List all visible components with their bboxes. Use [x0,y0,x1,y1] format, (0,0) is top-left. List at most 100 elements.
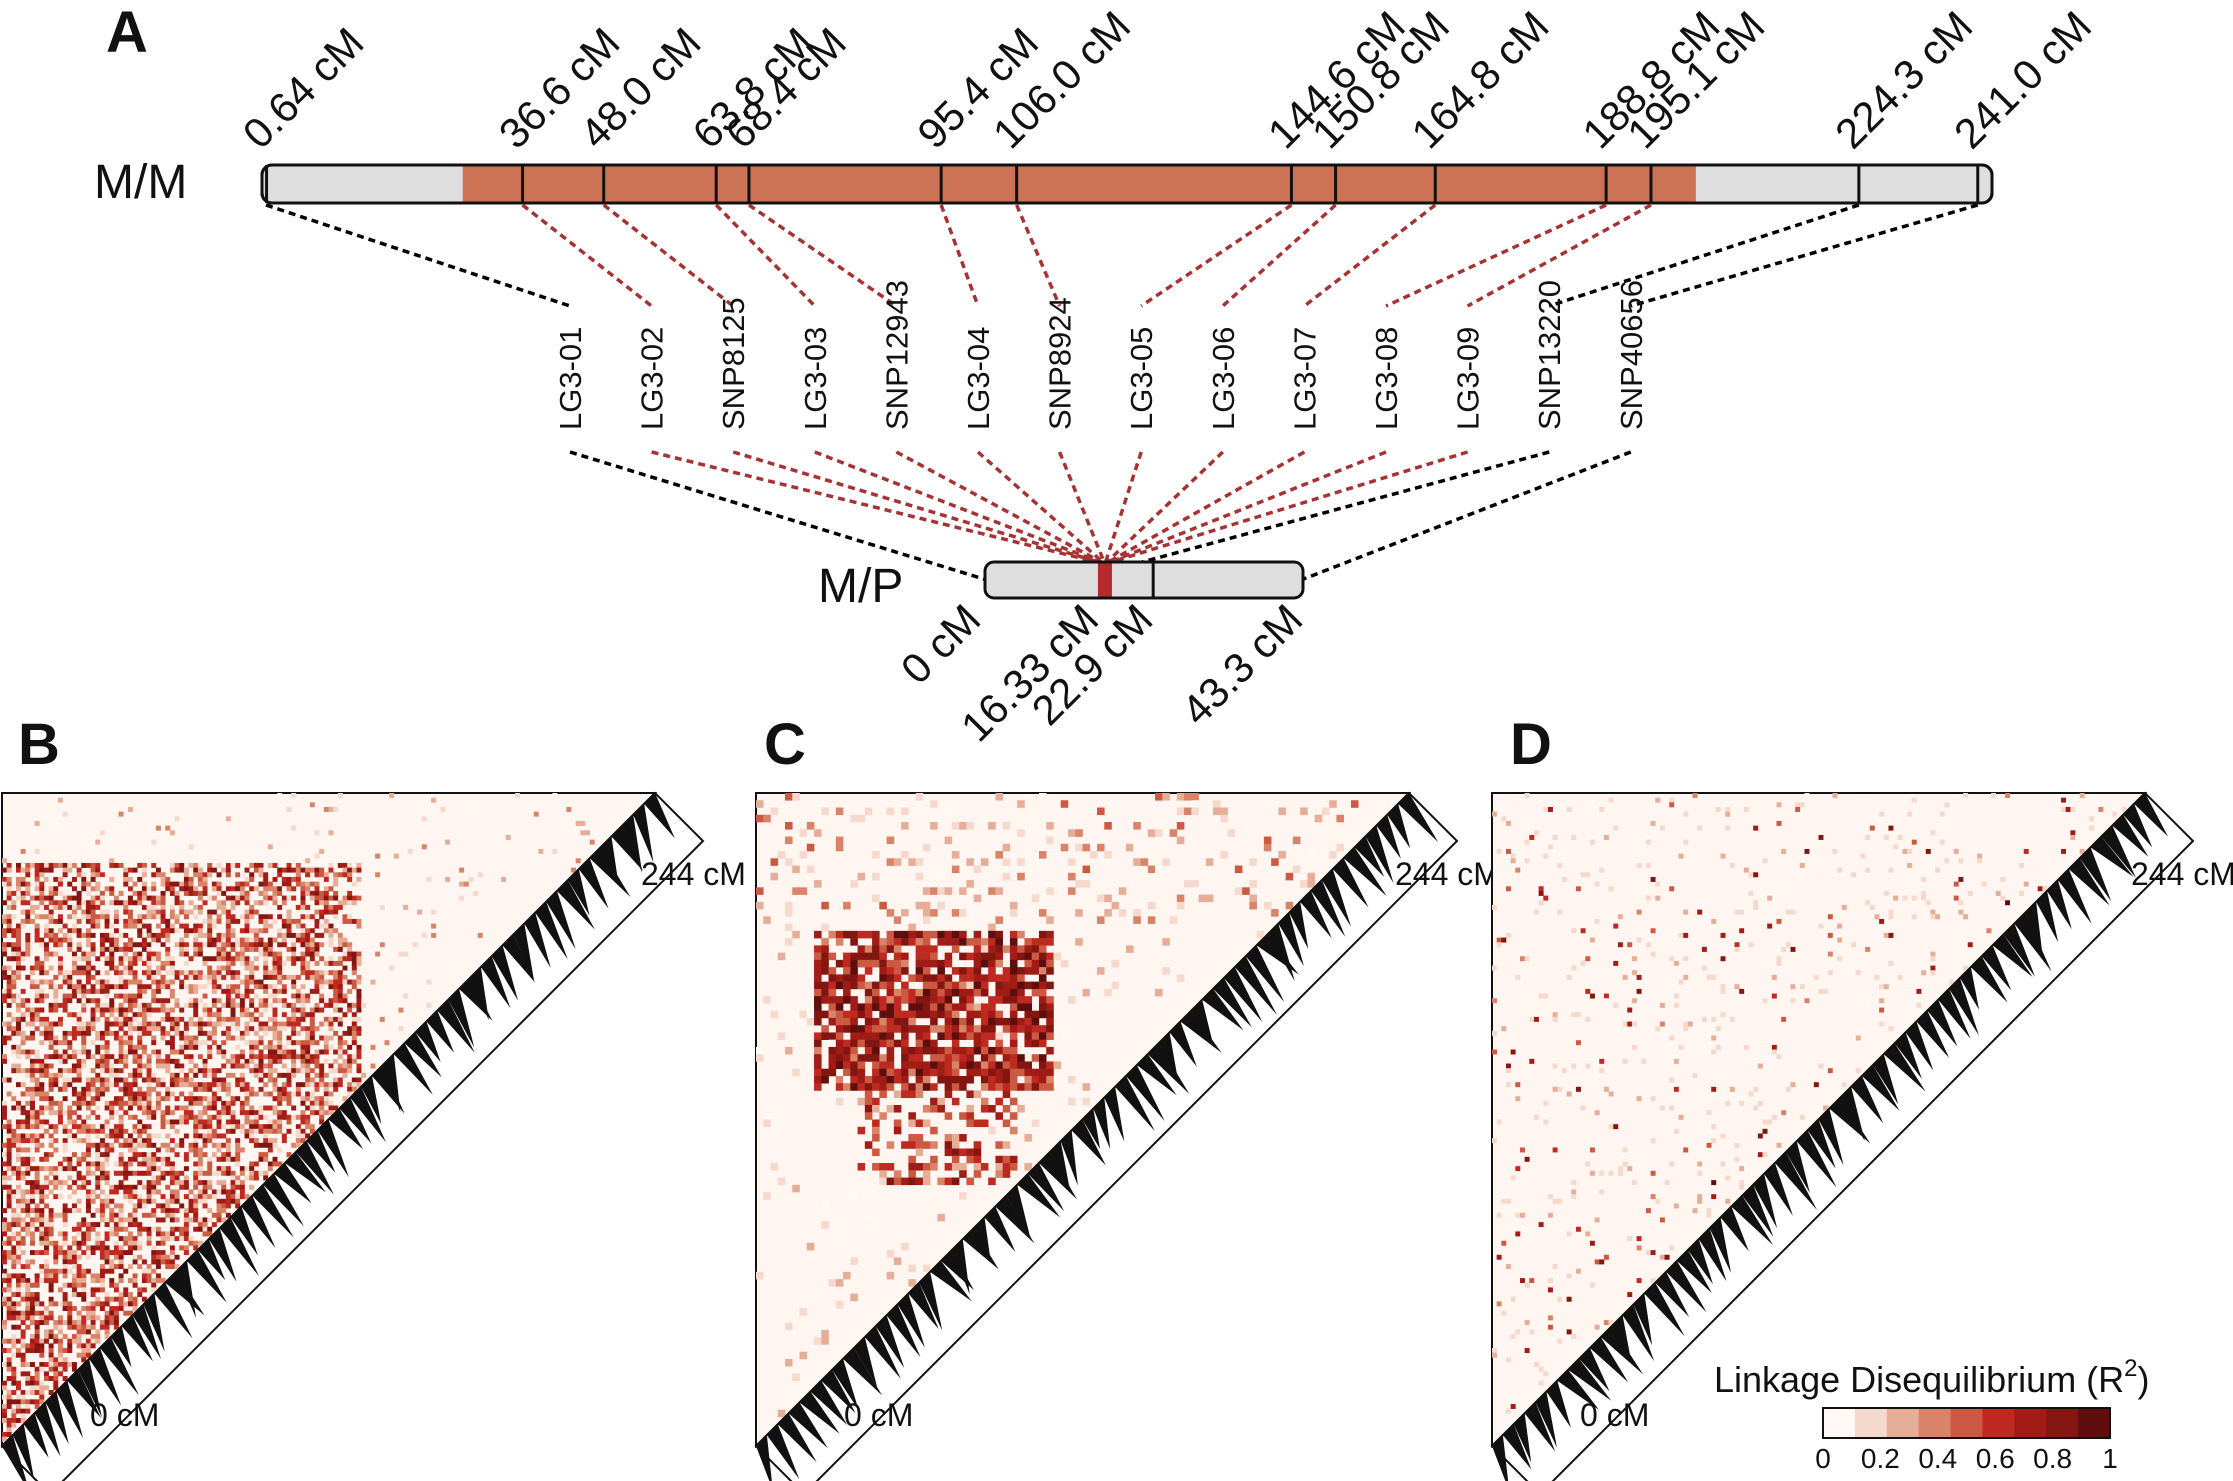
ld-cell [193,1245,199,1251]
ld-cell [216,918,222,924]
ld-cell [109,1054,115,1060]
ld-cell [71,1035,77,1041]
ld-cell [160,932,166,938]
ld-cell [34,1175,40,1181]
ld-cell [34,1334,40,1340]
ld-cell [951,1141,960,1149]
ld-cell [104,1296,110,1302]
ld-cell [25,1278,31,1284]
ld-cell [48,1110,54,1116]
ld-cell [34,1184,40,1190]
ld-cell [225,886,231,892]
ld-cell [132,1072,138,1078]
ld-cell [11,1366,17,1372]
ld-cell [85,960,91,966]
ld-cell [1169,829,1178,837]
mp-marker-link [1103,451,1143,565]
ld-cell [90,988,96,994]
ld-cell [272,1161,278,1167]
ld-cell [39,1348,45,1354]
ld-cell [973,1155,982,1164]
ld-cell [113,1282,119,1288]
ld-cell [922,945,931,953]
ld-cell [216,1068,222,1074]
ld-cell [20,1222,26,1228]
ld-cell [2,1208,7,1214]
ld-cell [20,1147,26,1153]
ld-cell [300,1016,306,1022]
ld-cell [1031,988,1040,997]
ld-cell [67,1110,73,1116]
ld-cell [57,1194,63,1200]
ld-cell [99,895,105,901]
ld-cell [221,1152,227,1158]
ld-cell [29,1259,35,1265]
ld-cell [202,1231,208,1237]
ld-cell [123,932,129,938]
ld-cell [225,970,231,976]
ld-cell [53,1128,59,1134]
ld-cell [109,960,115,966]
ld-cell [1024,952,1033,961]
ld-cell [85,914,91,920]
ld-cell [113,970,119,976]
ld-cell [216,974,222,980]
ld-cell [160,1156,166,1162]
ld-cell [379,904,385,910]
ld-cell [57,1119,63,1125]
ld-cell [930,1097,938,1106]
ld-cell [937,872,945,881]
ld-cell [165,918,171,924]
ld-cell [151,1040,157,1046]
ld-cell [146,956,152,962]
ld-cell [99,942,105,948]
ld-cell [174,1264,180,1270]
ld-cell [959,1148,967,1157]
band-wedge [589,847,631,898]
ld-cell [211,1040,217,1046]
ld-cell [305,1124,311,1130]
ld-cell [113,1082,119,1088]
ld-cell [104,1156,110,1162]
ld-cell [505,834,511,840]
ld-cell [356,867,362,873]
ld-cell [85,1026,91,1032]
ld-cell [141,1002,147,1008]
ld-cell [193,923,199,929]
ld-cell [244,1096,250,1102]
ld-cell [71,1203,77,1209]
ld-cell [1017,1025,1025,1033]
ld-cell [211,881,217,887]
ld-cell [253,1110,259,1116]
ld-cell [342,1040,348,1046]
ld-cell [272,1054,278,1060]
ld-cell [25,998,31,1004]
ld-cell [370,1063,376,1069]
ld-cell [20,1138,26,1144]
ld-cell [188,1105,194,1111]
ld-cell [814,1075,822,1084]
ld-cell [11,1292,17,1298]
ld-cell [99,1189,105,1195]
ld-cell [370,979,376,985]
ld-cell [127,1035,133,1041]
ld-cell [174,1096,180,1102]
ld-cell [48,1166,54,1172]
ld-cell [922,1141,931,1149]
ld-cell [857,952,866,961]
ld-cell [225,1035,231,1041]
ld-cell [57,1212,63,1218]
band-wedge [306,1130,336,1173]
ld-cell [785,938,793,946]
ld-cell [973,1141,982,1149]
ld-cell [11,1026,17,1032]
ld-cell [216,1189,222,1195]
ld-cell [113,1124,119,1130]
ld-cell [944,807,953,816]
ld-cell [319,914,325,920]
ld-cell [34,1380,40,1386]
ld-cell [857,1075,866,1084]
ld-cell [239,890,245,896]
ld-cell [109,1082,115,1088]
ld-cell [966,938,974,946]
